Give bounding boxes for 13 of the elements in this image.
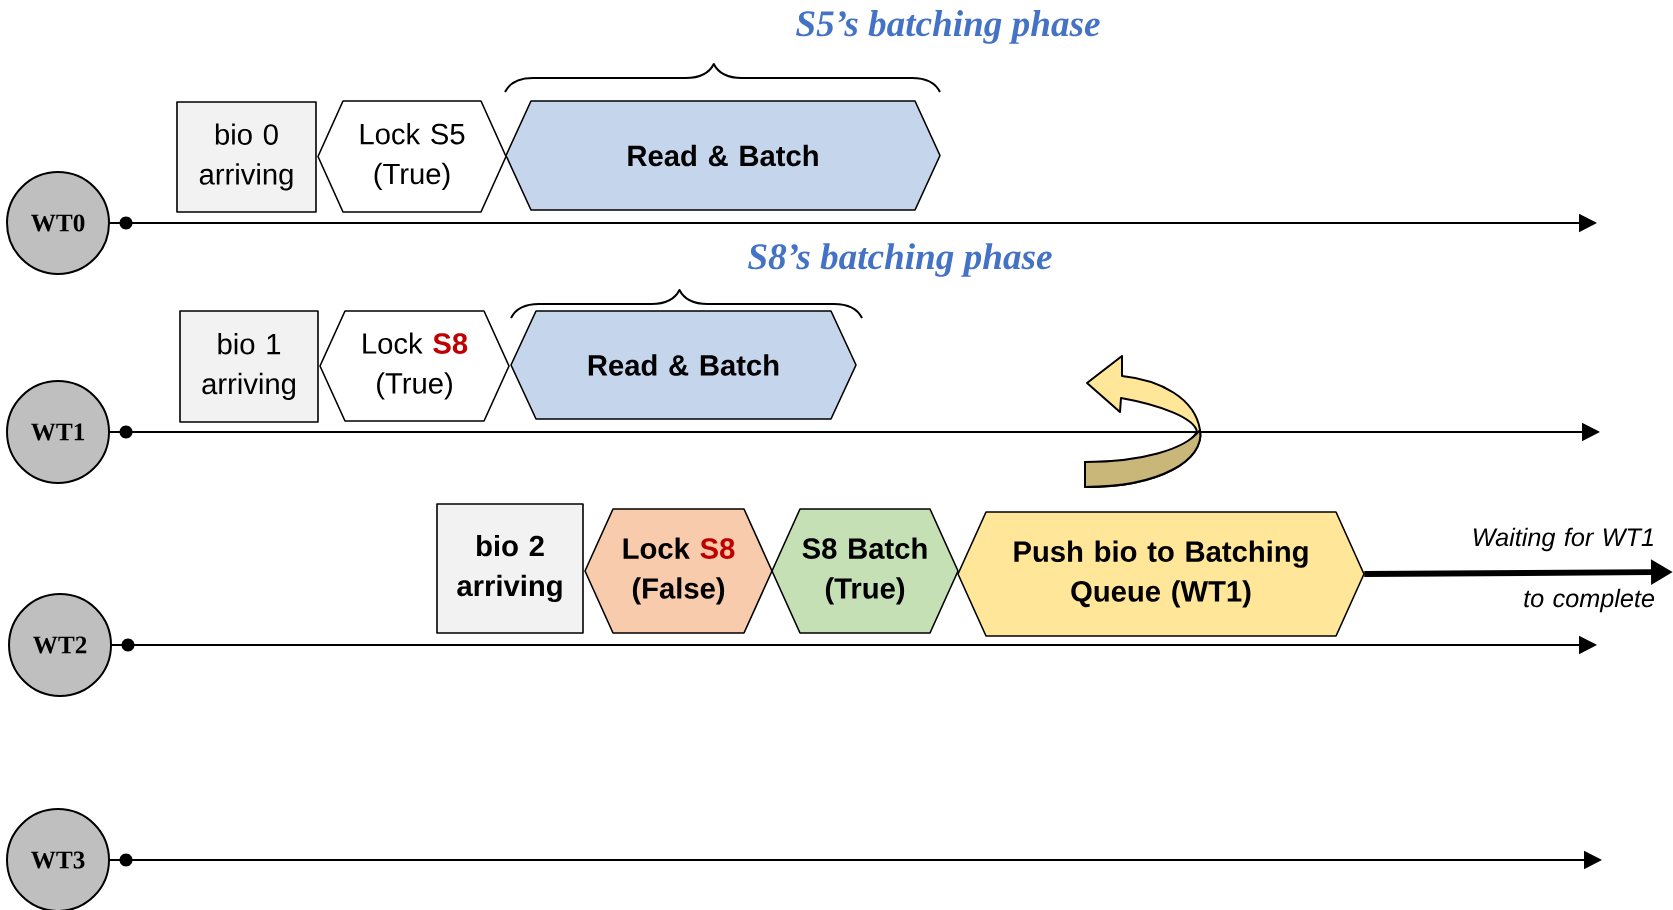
step-hexagon: Lock S8 (True) [319,310,510,422]
event-box: bio 2 arriving [436,503,584,634]
step-hexagon: Read & Batch [505,100,941,211]
step-hexagon: Lock S8 (False) [584,508,773,634]
step-hexagon: S8 Batch (True) [771,508,959,634]
event-box: bio 1 arriving [179,310,319,423]
phase-label: S8’s batching phase [748,243,1052,277]
edge-label: Waiting for WT1 to complete [1473,527,1655,613]
step-hexagon: Push bio to Batching Queue (WT1) [957,511,1365,637]
event-box: bio 0 arriving [176,101,317,213]
step-hexagon: Read & Batch [510,310,857,420]
step-hexagon: Lock S5 (True) [317,100,507,213]
phase-label: S5’s batching phase [796,10,1100,44]
